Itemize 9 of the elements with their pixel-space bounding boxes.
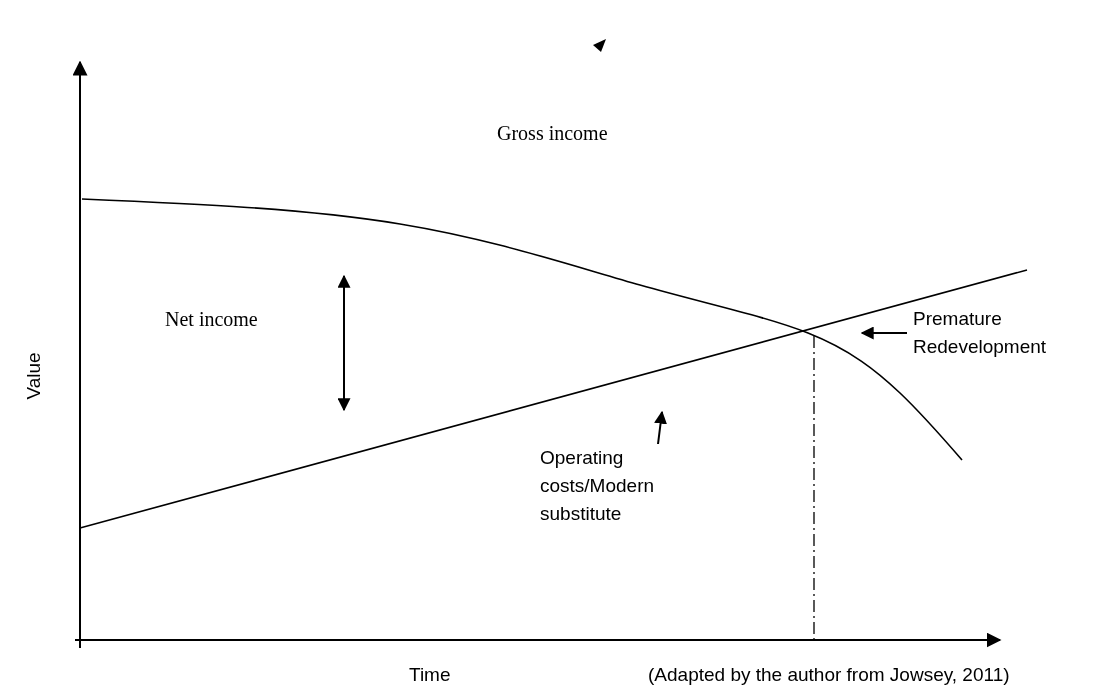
callout-text: Premature Redevelopment [913, 305, 1088, 361]
region-label: Gross income [497, 122, 608, 145]
region-label: Net income [165, 308, 258, 331]
arrow [654, 410, 667, 445]
arrow [860, 326, 908, 340]
source-note: (Adapted by the author from Jowsey, 2011) [648, 664, 1010, 686]
axis-title: Value [22, 352, 45, 400]
axis-title: Time [409, 664, 451, 686]
callout-text: Operating costs/Modern substitute [540, 444, 658, 528]
